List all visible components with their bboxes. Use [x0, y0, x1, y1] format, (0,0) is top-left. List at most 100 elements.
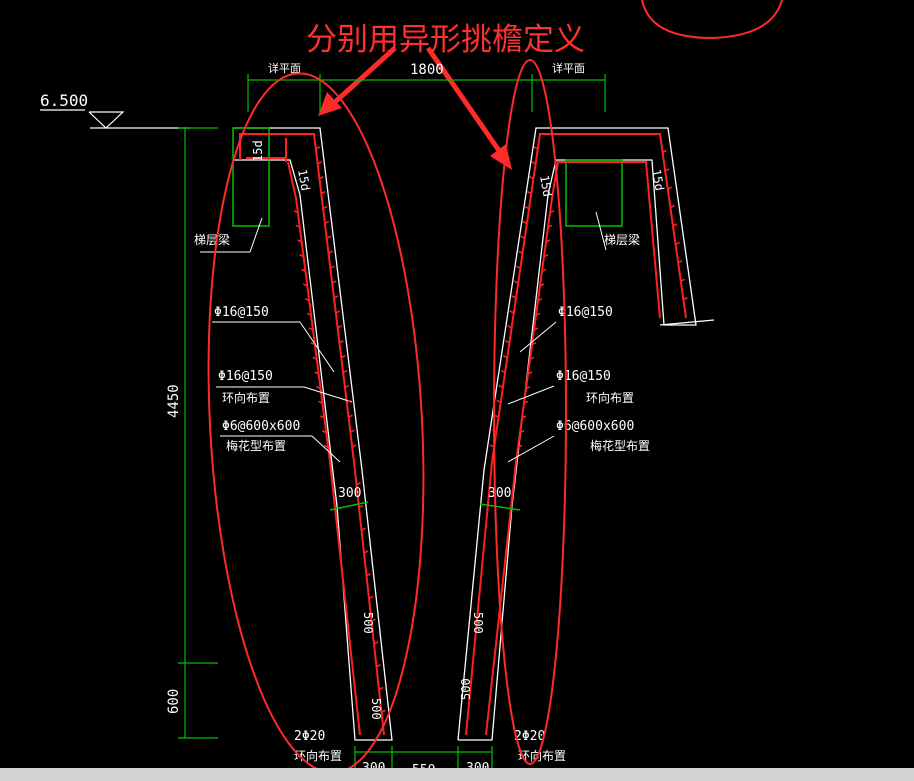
- left-outer-tick: [350, 429, 355, 433]
- annotation-text: 分别用异形挑檐定义: [306, 22, 585, 58]
- left-lower-tick: [356, 482, 361, 486]
- bottom-dimension-line: [354, 746, 493, 768]
- right-outer-tick: [522, 220, 528, 225]
- right-outer-tick: [502, 354, 508, 359]
- left-inner-tick: [321, 429, 327, 434]
- left-inner-tick: [306, 312, 312, 317]
- right-inner-tick: [539, 283, 545, 287]
- left-inner-tick: [293, 209, 299, 214]
- left-inner-tick: [319, 415, 325, 419]
- left-inner-tick: [302, 283, 308, 287]
- top-dim-left-ref: 详平面: [268, 61, 301, 75]
- left-thickness-dim: [329, 501, 369, 511]
- right-inner-tick: [523, 400, 529, 405]
- right-inner-tick: [517, 444, 523, 449]
- left-outer-tick: [339, 340, 344, 344]
- right-upper-tick: [662, 149, 667, 154]
- vertical-dim-upper: 4450: [166, 384, 182, 418]
- left-outer-tick: [351, 444, 357, 448]
- right-lap-1: 500: [471, 612, 485, 634]
- elevation-value: 6.500: [40, 91, 88, 110]
- vertical-dim-lower: 600: [166, 689, 182, 714]
- right-upper-tick: [683, 296, 688, 301]
- left-rebar-outer: [239, 133, 385, 736]
- right-break-line: [659, 319, 715, 326]
- right-inner-tick: [519, 429, 525, 434]
- top-dim-middle: 1800: [410, 62, 444, 78]
- right-upper-tick: [672, 223, 678, 227]
- right-rebar-3: Φ6@600x600: [556, 419, 634, 434]
- right-outer-tick: [496, 399, 502, 404]
- right-rebar-1: Φ16@150: [558, 305, 613, 320]
- right-bottom-bar: 2Φ20: [514, 729, 545, 744]
- right-upper-tick: [664, 168, 670, 172]
- left-rebar-2-note: 环向布置: [222, 390, 270, 405]
- right-outer-tick: [492, 429, 497, 433]
- left-outer-tick: [340, 354, 346, 359]
- left-rebar-inner: [287, 161, 361, 736]
- left-lower-tick: [373, 641, 379, 645]
- right-anchor-right: 15d: [649, 168, 667, 192]
- left-outer-tick: [319, 176, 324, 180]
- left-outer-tick: [326, 235, 332, 240]
- left-outer-tick: [328, 250, 333, 254]
- right-outer-tick: [518, 250, 523, 254]
- left-inner-tick: [301, 268, 306, 273]
- left-inner-tick: [299, 253, 304, 258]
- right-inner-tick: [545, 239, 551, 243]
- right-outer-tick: [524, 205, 530, 210]
- left-outer-tick: [348, 414, 353, 418]
- right-inner-tick: [529, 356, 535, 361]
- right-inner-tick: [531, 341, 537, 346]
- right-rebar-3-note: 梅花型布置: [590, 438, 650, 453]
- left-rebar-3-note: 梅花型布置: [226, 438, 286, 453]
- right-outer-tick: [516, 265, 521, 269]
- right-inner-tick: [547, 224, 553, 229]
- right-inner-tick: [541, 268, 547, 273]
- right-inner-tick: [521, 415, 527, 419]
- right-upper-tick: [667, 186, 673, 190]
- right-upper-tick: [670, 204, 675, 209]
- right-outer-tick: [498, 384, 504, 389]
- right-outer-tick: [526, 190, 532, 195]
- left-inner-tick: [312, 356, 318, 361]
- right-section-outline: [457, 127, 697, 741]
- right-outer-tick: [507, 325, 512, 329]
- right-inner-tick: [527, 371, 533, 375]
- right-inner-tick: [543, 253, 549, 258]
- left-outer-tick: [315, 146, 321, 150]
- left-section-outline: [233, 127, 393, 741]
- right-rebar-2: Φ16@150: [556, 369, 611, 384]
- left-outer-tick: [317, 161, 322, 165]
- left-beam-label: 梯层梁: [194, 232, 230, 247]
- left-lap-1: 500: [361, 612, 375, 634]
- left-lower-tick: [368, 595, 374, 600]
- status-bar: [0, 768, 914, 781]
- left-outer-tick: [342, 369, 348, 374]
- left-lower-tick: [378, 686, 384, 691]
- right-outer-tick: [505, 340, 510, 344]
- right-upper-tick: [680, 278, 686, 282]
- left-lower-tick: [358, 504, 364, 509]
- left-inner-tick: [310, 341, 316, 346]
- left-outer-tick: [333, 295, 339, 299]
- right-rebar-outer: [465, 133, 687, 736]
- right-bottom-bar-note: 环向布置: [518, 748, 566, 763]
- right-inner-tick: [535, 312, 541, 317]
- right-outer-tick: [533, 146, 539, 150]
- right-inner-tick: [533, 327, 539, 331]
- elevation-marker: [40, 109, 190, 129]
- left-lap-2: 500: [369, 698, 383, 720]
- right-anchor-left: 15d: [537, 174, 555, 198]
- left-bottom-bar: 2Φ20: [294, 729, 325, 744]
- left-lower-tick: [381, 709, 386, 713]
- left-inner-tick: [318, 400, 323, 405]
- top-dimension-line: [247, 74, 606, 112]
- right-outer-tick: [531, 161, 536, 165]
- annotation-arrows: [318, 46, 512, 170]
- left-bottom-bar-note: 环向布置: [294, 748, 342, 763]
- vertical-dimension-line: [178, 127, 218, 739]
- left-outer-tick: [322, 205, 328, 210]
- right-outer-tick: [489, 444, 495, 448]
